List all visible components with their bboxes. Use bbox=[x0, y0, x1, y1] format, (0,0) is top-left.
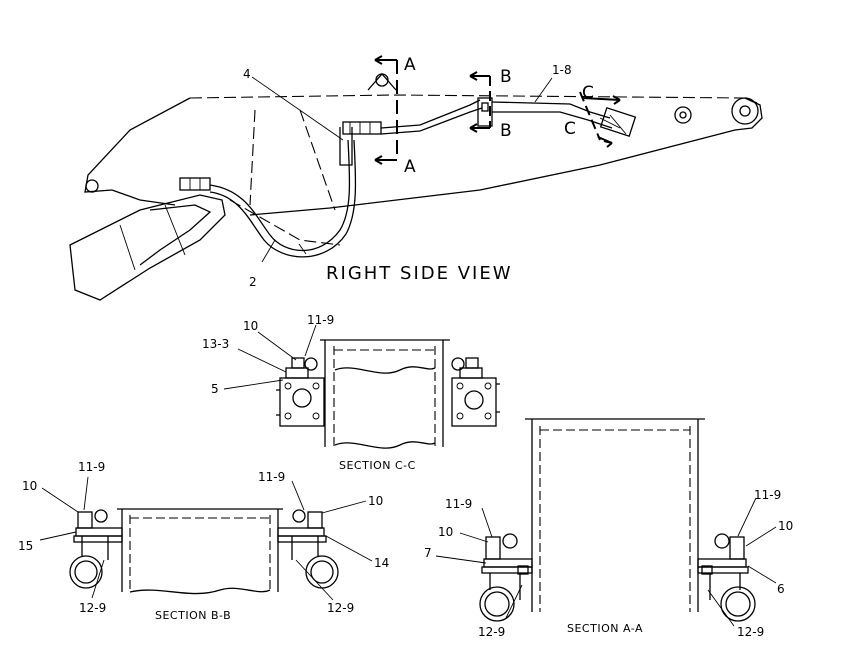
section-cc-title: SECTION C-C bbox=[339, 459, 416, 472]
section-aa-drawing bbox=[435, 418, 777, 627]
callout-cc-5: 5 bbox=[211, 382, 219, 396]
callout-aa-left-11-9: 11-9 bbox=[445, 497, 472, 511]
callout-hose-4: 4 bbox=[243, 67, 251, 81]
section-marker-b-top: B bbox=[500, 67, 512, 87]
callout-aa-right-6: 6 bbox=[777, 582, 785, 596]
section-bb-drawing bbox=[39, 476, 373, 601]
section-marker-c-bottom: C bbox=[564, 119, 576, 139]
callout-bb-left-10: 10 bbox=[22, 479, 37, 493]
callout-aa-left-12-9: 12-9 bbox=[478, 625, 505, 639]
callout-aa-left-7: 7 bbox=[424, 546, 432, 560]
callout-bb-right-14: 14 bbox=[374, 556, 389, 570]
callout-bb-left-11-9: 11-9 bbox=[78, 460, 105, 474]
callout-hose-2: 2 bbox=[249, 275, 257, 289]
callout-bb-left-15: 15 bbox=[18, 539, 33, 553]
callout-aa-right-10: 10 bbox=[778, 519, 793, 533]
section-marker-a-top: A bbox=[404, 55, 416, 75]
callout-bb-right-12-9: 12-9 bbox=[327, 601, 354, 615]
callout-bb-left-12-9: 12-9 bbox=[79, 601, 106, 615]
section-bb-title: SECTION B-B bbox=[155, 609, 231, 622]
section-cc-drawing bbox=[223, 324, 500, 449]
boom-drawing bbox=[69, 55, 763, 301]
view-title: RIGHT SIDE VIEW bbox=[326, 263, 513, 284]
callout-cc-10: 10 bbox=[243, 319, 258, 333]
callout-aa-right-11-9: 11-9 bbox=[754, 488, 781, 502]
callout-cc-11-9: 11-9 bbox=[307, 313, 334, 327]
section-marker-a-bottom: A bbox=[404, 157, 416, 177]
section-marker-b-bottom: B bbox=[500, 121, 512, 141]
callout-aa-right-12-9: 12-9 bbox=[737, 625, 764, 639]
callout-line-1-8: 1-8 bbox=[552, 63, 572, 77]
section-marker-c-top: C bbox=[582, 83, 594, 103]
callout-aa-left-10: 10 bbox=[438, 525, 453, 539]
callout-cc-13-3: 13-3 bbox=[202, 337, 229, 351]
callout-bb-right-10: 10 bbox=[368, 494, 383, 508]
section-aa-title: SECTION A-A bbox=[567, 622, 643, 635]
callout-bb-right-11-9: 11-9 bbox=[258, 470, 285, 484]
